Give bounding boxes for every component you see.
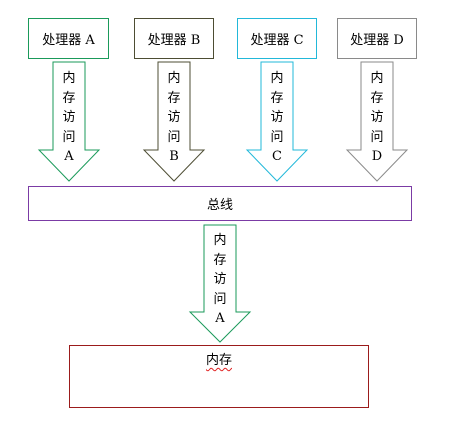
arrow-bus-to-memory-text: 内 存 访 问 A: [189, 231, 251, 329]
processor-b-label: 处理器 B: [147, 33, 201, 48]
processor-b-box: 处理器 B: [134, 18, 214, 59]
arrow-b-char-1: 内: [167, 71, 181, 86]
arrow-bus-char-1: 内: [213, 233, 227, 248]
memory-label: 内存: [205, 353, 232, 368]
arrow-c-char-3: 访: [270, 110, 284, 125]
bus-label: 总线: [206, 198, 233, 213]
arrow-a-char-2: 存: [62, 90, 76, 106]
arrow-bus-to-memory: 内 存 访 问 A: [188, 224, 252, 343]
arrow-b-to-bus: 内 存 访 问 B: [142, 61, 206, 182]
arrow-bus-char-5: A: [215, 311, 225, 326]
arrow-bus-char-3: 访: [213, 272, 227, 287]
arrow-a-to-bus: 内 存 访 问 A: [37, 61, 101, 182]
processor-a-box: 处理器 A: [28, 18, 109, 59]
arrow-d-to-bus: 内 存 访 问 D: [345, 61, 409, 182]
memory-label-wrap: 内存: [70, 349, 368, 368]
arrow-d-char-2: 存: [370, 90, 384, 106]
arrow-c-text: 内 存 访 问 C: [246, 69, 308, 167]
arrow-b-char-4: 问: [167, 129, 181, 145]
processor-a-label: 处理器 A: [42, 33, 95, 48]
arrow-a-char-3: 访: [62, 110, 76, 125]
arrow-c-char-5: C: [272, 149, 282, 164]
arrow-b-char-3: 访: [167, 110, 181, 125]
arrow-c-char-4: 问: [270, 129, 284, 145]
processor-d-label: 处理器 D: [350, 33, 404, 48]
arrow-d-char-5: D: [371, 149, 383, 164]
arrow-a-char-4: 问: [62, 129, 76, 145]
arrow-b-char-5: B: [169, 149, 179, 164]
arrow-c-shape: [245, 61, 309, 182]
arrow-b-char-2: 存: [167, 90, 181, 106]
arrow-a-text: 内 存 访 问 A: [38, 69, 100, 167]
arrow-b-shape: [142, 61, 206, 182]
arrow-d-char-3: 访: [370, 110, 384, 125]
arrow-bus-char-2: 存: [213, 252, 227, 268]
processor-c-box: 处理器 C: [237, 18, 317, 59]
bus-box: 总线: [28, 186, 412, 221]
processor-d-box: 处理器 D: [337, 18, 417, 59]
arrow-a-char-1: 内: [62, 71, 76, 86]
arrow-bus-char-4: 问: [213, 291, 227, 307]
processor-c-label: 处理器 C: [250, 33, 304, 48]
arrow-a-shape: [37, 61, 101, 182]
arrow-d-char-1: 内: [370, 71, 384, 86]
arrow-c-to-bus: 内 存 访 问 C: [245, 61, 309, 182]
arrow-d-shape: [345, 61, 409, 182]
arrow-bus-to-memory-shape: [188, 224, 252, 343]
arrow-b-text: 内 存 访 问 B: [143, 69, 205, 167]
arrow-a-char-5: A: [64, 149, 74, 164]
memory-box: 内存: [69, 345, 369, 408]
arrow-d-text: 内 存 访 问 D: [346, 69, 408, 167]
arrow-d-char-4: 问: [370, 129, 384, 145]
arrow-c-char-1: 内: [270, 71, 284, 86]
arrow-c-char-2: 存: [270, 90, 284, 106]
